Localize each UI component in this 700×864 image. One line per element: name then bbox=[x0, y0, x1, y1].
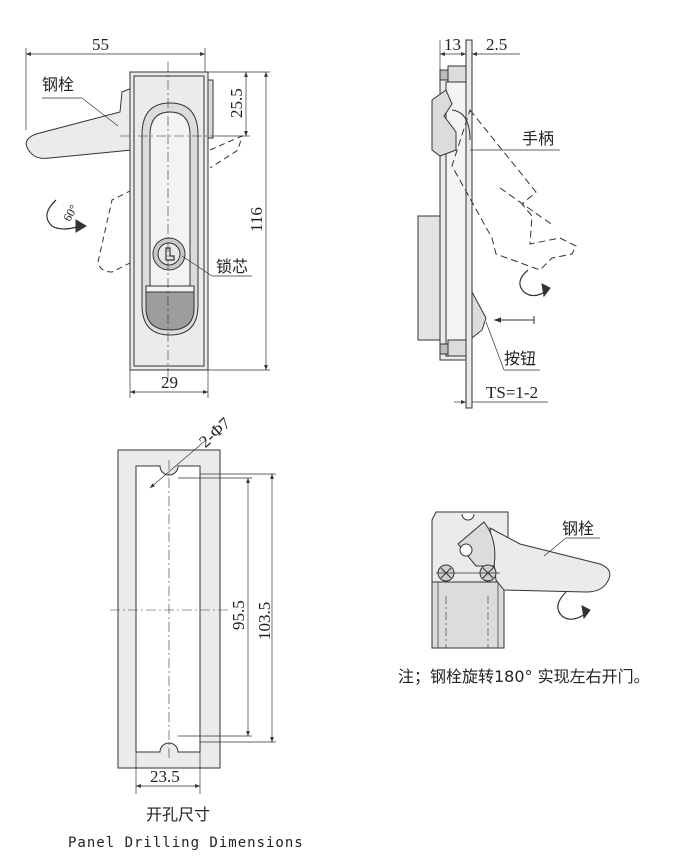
note-text: 注；钢栓旋转180° 实现左右开门。 bbox=[398, 667, 650, 686]
bottom-screw bbox=[447, 339, 467, 357]
label-lock-core: 锁芯 bbox=[216, 257, 249, 276]
label-bolt-front: 钢栓 bbox=[42, 75, 75, 94]
dim-ts: TS=1-2 bbox=[486, 383, 539, 402]
dim-13: 13 bbox=[444, 35, 461, 54]
handle-rotated-dashed bbox=[451, 108, 577, 271]
top-screw bbox=[447, 65, 467, 83]
bolt-rotated-dashed bbox=[97, 189, 133, 273]
dim-2-5: 2.5 bbox=[486, 35, 508, 54]
dim-95-5: 95.5 bbox=[229, 600, 248, 630]
cutout-view bbox=[110, 439, 276, 794]
dim-23-5: 23.5 bbox=[150, 767, 180, 786]
bolt-view bbox=[431, 511, 611, 649]
dim-25-5: 25.5 bbox=[227, 88, 246, 118]
dim-103-5: 103.5 bbox=[255, 601, 274, 640]
bolt-dashed-right bbox=[209, 135, 243, 169]
bolt-shaft bbox=[431, 581, 505, 649]
side-handle bbox=[431, 89, 457, 157]
front-view bbox=[25, 48, 270, 398]
label-button: 按钮 bbox=[504, 349, 537, 368]
panel-plate bbox=[465, 39, 473, 409]
cutout-opening bbox=[135, 465, 201, 753]
bolt-lever bbox=[25, 87, 133, 159]
bolt-rotation-arrow-icon bbox=[557, 591, 589, 620]
dim-55: 55 bbox=[92, 35, 109, 54]
caption-cutout-cn: 开孔尺寸 bbox=[146, 805, 211, 824]
bolt-arm bbox=[489, 527, 611, 593]
side-view bbox=[417, 39, 577, 409]
side-button bbox=[471, 291, 487, 340]
label-handle: 手柄 bbox=[522, 129, 555, 148]
handle-body-inner bbox=[133, 75, 205, 367]
side-rotation-arrow-icon bbox=[519, 269, 549, 297]
key-slot-icon bbox=[165, 247, 175, 261]
rotation-arrow-icon bbox=[46, 199, 81, 230]
caption-cutout-en: Panel Drilling Dimensions bbox=[68, 835, 304, 851]
dim-29: 29 bbox=[161, 373, 178, 392]
dim-116: 116 bbox=[247, 207, 266, 232]
label-bolt-side: 钢栓 bbox=[562, 519, 595, 538]
push-button bbox=[145, 291, 195, 331]
